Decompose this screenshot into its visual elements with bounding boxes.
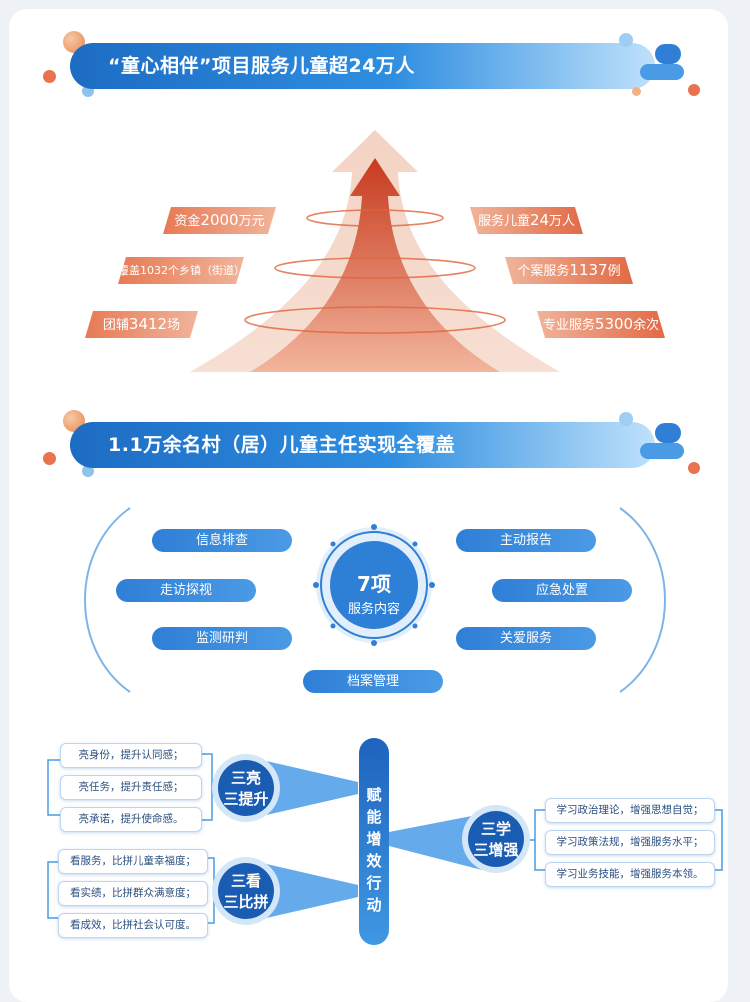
action-title-char: 行 <box>366 874 382 892</box>
action-title-char: 动 <box>366 896 382 914</box>
service-info-check: 信息排查 <box>152 529 292 552</box>
action-title-char: 能 <box>366 808 382 826</box>
stat-fund: 资金2000万元 <box>163 207 276 234</box>
service-emergency: 应急处置 <box>492 579 632 602</box>
stat-case-service: 个案服务1137例 <box>505 257 633 284</box>
service-count: 7项 <box>357 572 391 596</box>
action-title-char: 增 <box>366 830 382 848</box>
decor-dot <box>688 84 700 96</box>
decor-blob <box>655 44 681 64</box>
group3-title: 三学三增强 <box>473 820 519 859</box>
group3-item: 学习政治理论，增强思想自觉； <box>545 798 715 823</box>
service-count-label: 服务内容 <box>347 602 400 617</box>
service-visit: 走访探视 <box>116 579 256 602</box>
group3-item: 学习政策法规，增强服务水平； <box>545 830 715 855</box>
group1-title: 三亮三提升 <box>223 769 269 808</box>
decor-dot <box>82 465 94 477</box>
service-care: 关爱服务 <box>456 627 596 650</box>
service-archive: 档案管理 <box>303 670 443 693</box>
stat-professional-service: 专业服务5300余次 <box>537 311 665 338</box>
group2-item: 看成效，比拼社会认可度。 <box>58 913 208 938</box>
banner-title-1: “童心相伴”项目服务儿童超24万人 <box>70 43 655 89</box>
service-monitor: 监测研判 <box>152 627 292 650</box>
decor-dot <box>619 412 633 426</box>
action-title-bar <box>359 738 389 945</box>
group2-item: 看服务，比拼儿童幸福度； <box>58 849 208 874</box>
action-title-char: 赋 <box>366 786 382 804</box>
service-report: 主动报告 <box>456 529 596 552</box>
action-connectors <box>47 753 723 925</box>
stat-children-served: 服务儿童24万人 <box>470 207 583 234</box>
group1-item: 亮任务，提升责任感； <box>60 775 202 800</box>
banner-title-2: 1.1万余名村（居）儿童主任实现全覆盖 <box>70 422 655 468</box>
group3-item: 学习业务技能，增强服务本领。 <box>545 862 715 887</box>
group1-item: 亮身份，提升认同感； <box>60 743 202 768</box>
decor-blob <box>640 443 684 459</box>
decor-dot <box>688 462 700 474</box>
decor-dot <box>43 452 56 465</box>
decor-blob <box>640 64 684 80</box>
decor-dot <box>43 70 56 83</box>
growth-arrow-graphic <box>190 130 560 372</box>
services-frame <box>84 507 666 693</box>
decor-dot <box>619 33 633 47</box>
group1-item: 亮承诺，提升使命感。 <box>60 807 202 832</box>
group2-title: 三看三比拼 <box>223 872 269 911</box>
stat-group-counseling: 团辅3412场 <box>85 311 198 338</box>
stat-coverage: 覆盖1032个乡镇（街道） <box>118 257 244 284</box>
decor-dot <box>632 87 641 96</box>
group2-item: 看实绩，比拼群众满意度； <box>58 881 208 906</box>
action-title-char: 效 <box>366 852 382 870</box>
decor-blob <box>655 423 681 443</box>
